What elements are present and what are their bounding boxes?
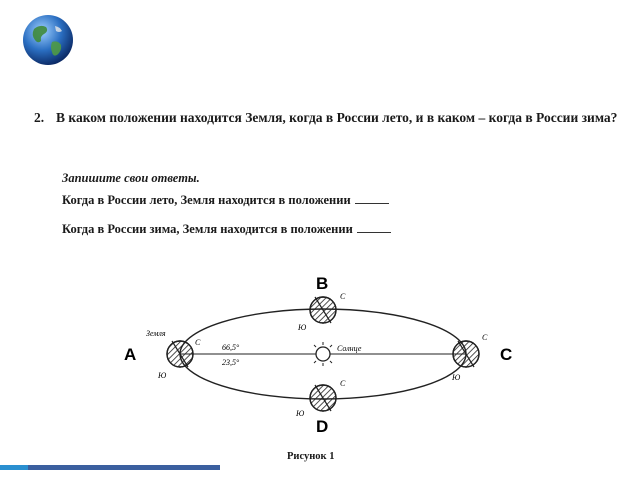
- label-c-north: С: [482, 333, 488, 342]
- answer-winter-blank[interactable]: [356, 222, 391, 233]
- answer-summer-text: Когда в России лето, Земля находится в п…: [62, 193, 351, 207]
- answer-winter-text: Когда в России зима, Земля находится в п…: [62, 222, 353, 236]
- label-d: D: [316, 417, 328, 436]
- answer-summer: Когда в России лето, Земля находится в п…: [62, 193, 389, 208]
- earth-globe-icon: [23, 15, 73, 65]
- earth-position-b: [309, 296, 337, 324]
- earth-label: Земля: [146, 329, 166, 338]
- sun-label: Солнце: [337, 344, 362, 353]
- label-c-south: Ю: [451, 373, 461, 382]
- footer-bar-accent: [0, 465, 28, 470]
- sun-icon: [311, 342, 335, 366]
- earth-position-c: [452, 340, 480, 368]
- label-d-north: С: [340, 379, 346, 388]
- label-a: A: [124, 345, 136, 364]
- earth-position-d: [309, 384, 337, 412]
- answer-winter: Когда в России зима, Земля находится в п…: [62, 222, 391, 237]
- label-b: B: [316, 274, 328, 293]
- earth-position-a: [166, 340, 194, 368]
- angle-top-label: 66,5°: [222, 343, 240, 352]
- figure-caption: Рисунок 1: [287, 451, 335, 462]
- label-d-south: Ю: [295, 409, 305, 418]
- label-a-south: Ю: [157, 371, 167, 380]
- angle-bottom-label: 23,5°: [222, 358, 240, 367]
- question-text: В каком положении находится Земля, когда…: [56, 110, 618, 125]
- answer-summer-blank[interactable]: [354, 193, 389, 204]
- question: 2. В каком положении находится Земля, ко…: [34, 110, 624, 125]
- label-a-north: С: [195, 338, 201, 347]
- label-b-south: Ю: [297, 323, 307, 332]
- label-b-north: С: [340, 292, 346, 301]
- earth-orbit-diagram: Солнце A Земля С Ю 66,5° 23,5° B С Ю C С…: [124, 274, 512, 436]
- question-number: 2.: [34, 110, 45, 125]
- label-c: C: [500, 345, 512, 364]
- footer-bar: [0, 465, 220, 470]
- instruction-text: Запишите свои ответы.: [62, 171, 200, 185]
